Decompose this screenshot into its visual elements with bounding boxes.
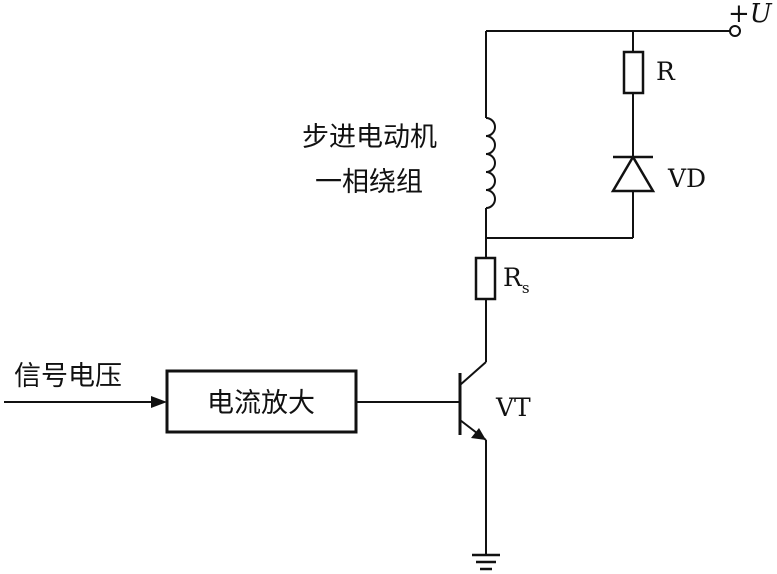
signal-input-arrow [151, 396, 167, 408]
amplifier-box [165, 369, 358, 434]
sense-resistor-label: Rs [503, 263, 530, 297]
amplifier-label: 电流放大 [207, 388, 315, 419]
motor-label-line1: 步进电动机 [302, 122, 437, 153]
emitter-arrow [471, 428, 486, 440]
resistor-r-label: R [656, 57, 676, 86]
resistor-r [622, 50, 645, 95]
signal-input-label: 信号电压 [14, 361, 122, 392]
sense-resistor-subscript: s [522, 279, 530, 297]
transistor-label: VT [495, 393, 531, 422]
sense-resistor [474, 256, 497, 301]
supply-terminal [729, 25, 741, 37]
diode-symbol [610, 154, 656, 193]
supply-label: +U [728, 0, 773, 29]
motor-winding-coil [485, 117, 496, 209]
motor-label-line2: 一相绕组 [315, 167, 423, 198]
transistor-collector [459, 361, 487, 386]
diode-label: VD [667, 164, 706, 193]
